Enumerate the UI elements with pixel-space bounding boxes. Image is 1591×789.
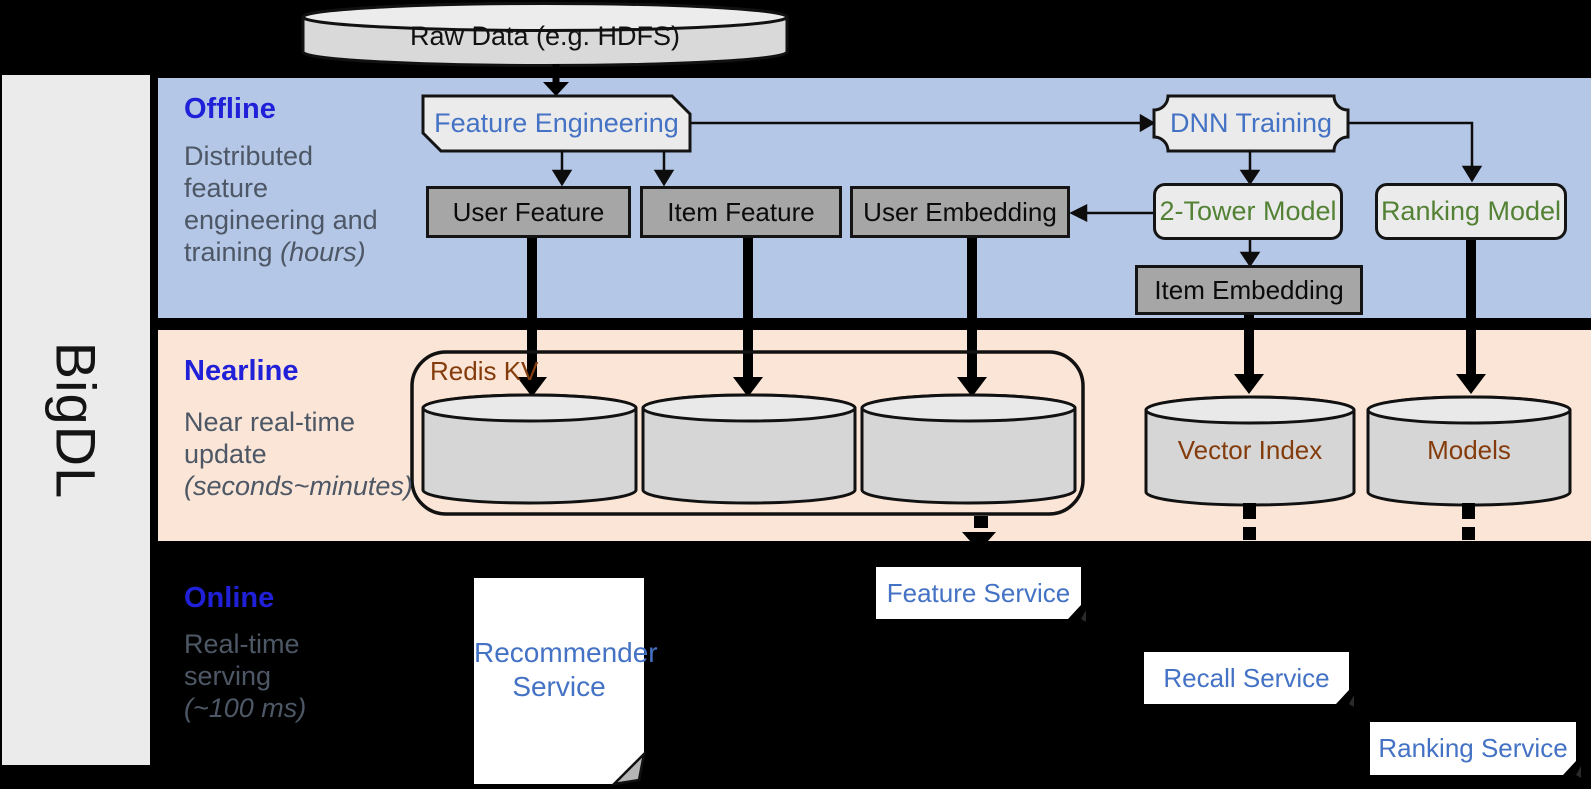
bigdl-brand-label: BigDL (44, 341, 108, 499)
dnn-to-two-tower-arrow (1239, 151, 1261, 186)
recommender-service-line1: Recommender (474, 637, 658, 668)
ranking-service-box (1370, 722, 1581, 778)
vector-index-cylinder (1144, 395, 1356, 507)
ranking-service-label: Ranking Service (1378, 733, 1568, 763)
nearline-description: Near real-time update (seconds~minutes) (184, 406, 413, 502)
user-feature-node: User Feature (426, 186, 631, 238)
online-desc-line3-italic: (~100 ms) (184, 693, 307, 723)
user-embedding-node: User Embedding (850, 186, 1070, 238)
nearline-desc-line1: Near real-time (184, 407, 356, 437)
feature-engineering-shape (421, 94, 692, 153)
vector-index-label: Vector Index (1177, 434, 1323, 465)
feature-service-label: Feature Service (886, 577, 1071, 608)
online-desc-line1: Real-time (184, 629, 300, 659)
two-tower-model-node: 2-Tower Model (1153, 183, 1343, 240)
online-title: Online (184, 582, 275, 614)
raw-data-to-feature-engineering-arrow (543, 64, 569, 96)
offline-title: Offline (184, 93, 276, 125)
user-feature-to-redis-arrow (517, 238, 547, 397)
nearline-desc-line3-italic: (seconds~minutes) (184, 471, 413, 501)
online-desc-line2: serving (184, 661, 272, 691)
offline-desc-line2: feature (184, 173, 269, 203)
offline-desc-line4-italic: (hours) (280, 237, 366, 267)
bigdl-sidebar (2, 75, 150, 765)
ranking-model-node: Ranking Model (1375, 183, 1567, 240)
dnn-training-node: DNN Training (1169, 108, 1333, 138)
recommender-service-label: Recommender Service (474, 636, 658, 704)
redis-cylinder-2 (641, 393, 857, 505)
item-feature-node: Item Feature (640, 186, 842, 238)
offline-desc-line4-prefix: training (184, 237, 273, 267)
models-to-ranking-service-dashes (1462, 503, 1475, 540)
models-label: Models (1427, 434, 1511, 465)
raw-data-label: Raw Data (e.g. HDFS) (409, 20, 681, 51)
recall-service-label: Recall Service (1163, 662, 1330, 693)
item-embedding-to-vector-index-arrow (1234, 315, 1264, 394)
feature-engineering-node: Feature Engineering (434, 108, 679, 138)
two-tower-to-user-embedding-arrow (1069, 203, 1153, 223)
offline-desc-line1: Distributed (184, 141, 314, 171)
recommender-service-line2: Service (512, 671, 606, 702)
nearline-desc-line2: update (184, 439, 267, 469)
redis-to-feature-service-dashed-arrow (962, 516, 996, 551)
recall-service-box (1144, 652, 1354, 707)
bigdl-brand: BigDL (2, 75, 150, 765)
raw-data-cylinder (301, 2, 789, 67)
feature-engineering-to-dnn-arrow (691, 113, 1156, 133)
vector-index-to-recall-service-dashes (1243, 503, 1256, 540)
item-embedding-node: Item Embedding (1135, 265, 1363, 315)
redis-cylinder-1 (421, 393, 638, 505)
redis-kv-container (410, 350, 1085, 516)
dnn-to-ranking-model-arrow (1348, 121, 1483, 183)
feature-engineering-to-item-feature-arrow (653, 151, 675, 187)
nearline-title: Nearline (184, 355, 299, 387)
online-description: Real-time serving (~100 ms) (184, 628, 306, 724)
feature-service-box (876, 567, 1086, 622)
ranking-model-to-models-arrow (1456, 240, 1486, 394)
offline-desc-line4: training (hours) (184, 236, 378, 268)
redis-kv-label: Redis KV (430, 356, 539, 386)
two-tower-to-item-embedding-arrow (1239, 240, 1261, 268)
offline-description: Distributed feature engineering and trai… (184, 140, 378, 268)
models-cylinder (1366, 395, 1572, 507)
recommender-service-doc (474, 578, 646, 786)
offline-desc-line3: engineering and (184, 205, 378, 235)
item-feature-to-redis-arrow (733, 238, 763, 397)
user-embedding-to-redis-arrow (957, 238, 987, 397)
dnn-training-shape (1152, 94, 1350, 153)
feature-engineering-to-user-feature-arrow (551, 151, 573, 187)
redis-cylinder-3 (860, 393, 1077, 505)
